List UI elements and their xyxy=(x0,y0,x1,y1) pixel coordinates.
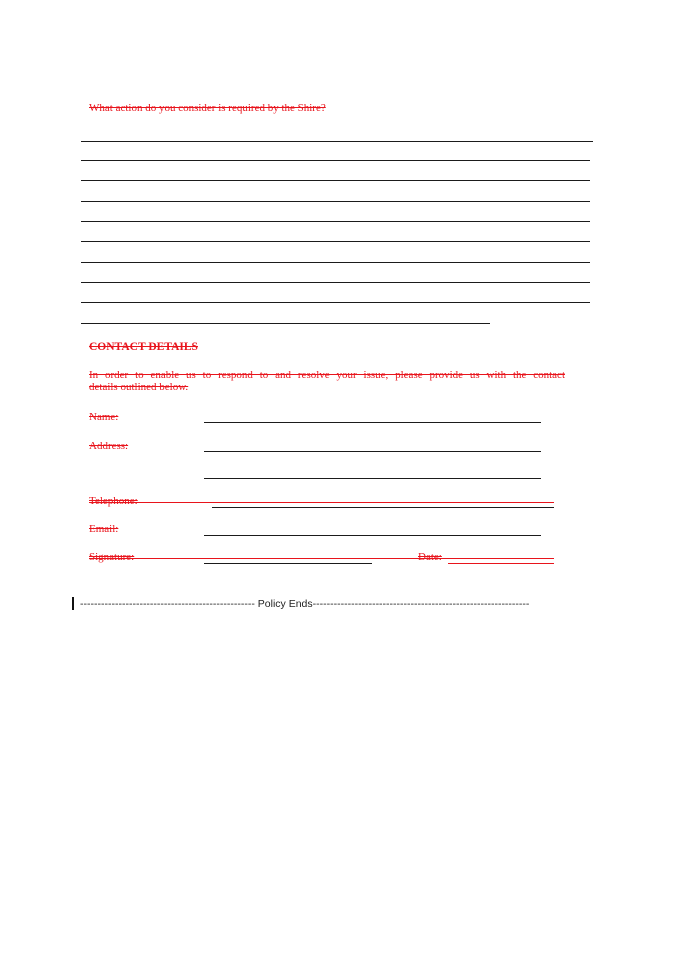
answer-line-4 xyxy=(81,201,590,202)
name-field[interactable] xyxy=(204,422,541,423)
change-bar xyxy=(72,597,74,610)
address-field-line-1[interactable] xyxy=(204,451,541,452)
answer-line-8 xyxy=(81,282,590,283)
dashes-left: ----------------------------------------… xyxy=(80,598,255,610)
address-label: Address: xyxy=(89,440,129,452)
contact-intro-line-1: In order to enable us to respond to and … xyxy=(89,369,565,381)
answer-line-3 xyxy=(81,180,590,181)
answer-line-6 xyxy=(81,241,590,242)
address-field-line-2[interactable] xyxy=(204,478,541,479)
contact-intro-line-2: details outlined below. xyxy=(89,381,189,393)
email-field[interactable] xyxy=(204,535,541,536)
name-label: Name: xyxy=(89,411,119,423)
answer-line-2 xyxy=(81,160,590,161)
signature-label: Signature: xyxy=(89,551,135,563)
telephone-label: Telephone: xyxy=(89,495,138,507)
answer-line-10 xyxy=(81,323,490,324)
email-label: Email: xyxy=(89,523,119,535)
answer-line-1 xyxy=(81,141,593,142)
answer-line-5 xyxy=(81,221,590,222)
answer-line-9 xyxy=(81,302,590,303)
contact-intro: In order to enable us to respond to and … xyxy=(89,369,565,393)
telephone-deleted-line xyxy=(89,502,554,503)
signature-deleted-line xyxy=(89,558,554,559)
policy-ends-line: ----------------------------------------… xyxy=(80,598,592,610)
signature-field[interactable] xyxy=(204,563,372,564)
policy-ends-text: Policy Ends xyxy=(257,598,313,610)
contact-details-heading: CONTACT DETAILS xyxy=(89,341,198,353)
dashes-right: ----------------------------------------… xyxy=(312,598,530,610)
telephone-field[interactable] xyxy=(212,507,554,508)
answer-line-7 xyxy=(81,262,590,263)
date-field[interactable] xyxy=(448,563,554,564)
action-question: What action do you consider is required … xyxy=(89,102,326,114)
date-label: Date: xyxy=(418,551,442,563)
